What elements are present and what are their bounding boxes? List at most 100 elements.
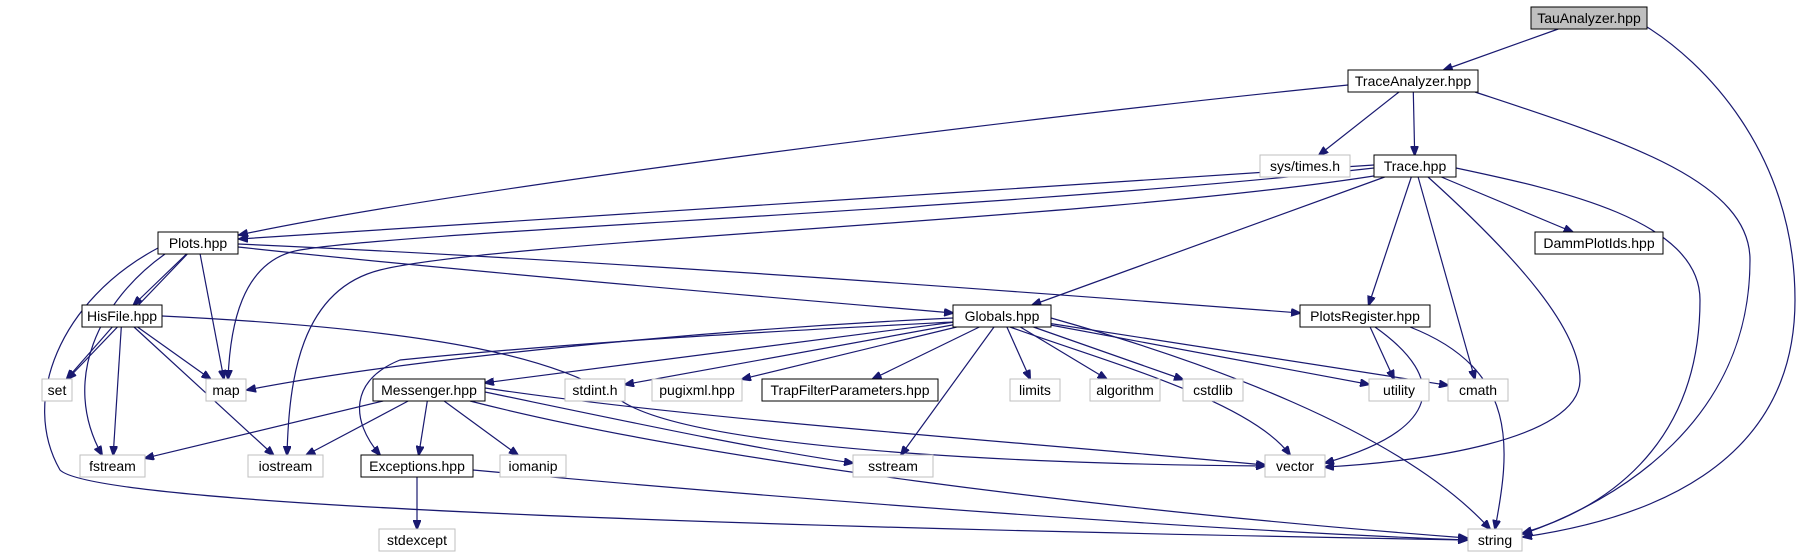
node-label: Messenger.hpp: [381, 382, 477, 398]
edge-hisfile-to-iostream: [133, 326, 274, 455]
node-box: [1089, 378, 1161, 402]
edge-globals-to-map: [247, 317, 954, 390]
edge-plots-register-to-utility: [1369, 326, 1394, 379]
node-label: TrapFilterParameters.hpp: [771, 382, 930, 398]
node-box: [1347, 69, 1479, 93]
node-box: [1259, 154, 1351, 178]
node-algorithm: algorithm: [1089, 378, 1161, 402]
node-label: Exceptions.hpp: [369, 458, 465, 474]
node-map: map: [205, 378, 247, 402]
node-set: set: [41, 378, 73, 402]
node-label: iomanip: [508, 458, 557, 474]
node-label: string: [1478, 532, 1512, 548]
edge-hisfile-to-set: [67, 326, 113, 379]
node-label: HisFile.hpp: [87, 308, 157, 324]
edge-trace-analyzer-to-trace: [1413, 91, 1414, 155]
node-iostream: iostream: [247, 454, 324, 478]
node-box: [1299, 304, 1431, 328]
node-sys-times: sys/times.h: [1259, 154, 1351, 178]
node-messenger[interactable]: Messenger.hpp: [372, 378, 486, 402]
edge-tau-to-trace-analyzer: [1444, 28, 1559, 70]
node-plots[interactable]: Plots.hpp: [157, 231, 239, 255]
node-exceptions[interactable]: Exceptions.hpp: [360, 454, 474, 478]
edge-globals-to-exceptions: [358, 321, 954, 455]
edge-plots-to-fstream: [84, 253, 166, 455]
node-label: Globals.hpp: [965, 308, 1040, 324]
edge-messenger-to-iostream: [306, 400, 409, 455]
node-box: [247, 454, 324, 478]
edge-trace-to-vector: [1325, 176, 1581, 467]
edge-trace-analyzer-to-sys-times: [1319, 91, 1400, 155]
node-box: [1530, 6, 1648, 30]
edge-messenger-to-string: [469, 400, 1467, 538]
edge-trace-to-map: [228, 167, 1375, 379]
node-box: [852, 454, 934, 478]
node-stdexcept: stdexcept: [378, 528, 456, 552]
node-limits: limits: [1009, 378, 1061, 402]
node-label: sys/times.h: [1270, 158, 1340, 174]
node-label: DammPlotIds.hpp: [1543, 235, 1654, 251]
node-globals[interactable]: Globals.hpp: [952, 304, 1052, 328]
edge-plots-register-to-string: [1409, 326, 1505, 529]
node-label: cstdlib: [1193, 382, 1233, 398]
node-box: [1368, 378, 1430, 402]
edge-trace-analyzer-to-plots: [239, 84, 1349, 235]
edge-trace-to-plots-register: [1369, 176, 1412, 305]
node-trace-analyzer[interactable]: TraceAnalyzer.hpp: [1347, 69, 1479, 93]
edge-plots-to-string: [44, 247, 1467, 540]
edge-globals-to-messenger: [485, 321, 954, 383]
edge-messenger-to-exceptions: [419, 400, 428, 455]
node-label: Trace.hpp: [1384, 158, 1447, 174]
node-tau[interactable]: TauAnalyzer.hpp: [1530, 6, 1648, 30]
node-label: PlotsRegister.hpp: [1310, 308, 1420, 324]
node-box: [41, 378, 73, 402]
edge-plots-to-globals: [237, 246, 953, 313]
edge-hisfile-to-fstream: [113, 326, 122, 455]
edge-trace-to-string: [1455, 167, 1701, 533]
node-cstdlib: cstdlib: [1182, 378, 1244, 402]
node-hisfile[interactable]: HisFile.hpp: [81, 304, 163, 328]
edge-trace-to-damm: [1441, 176, 1572, 232]
edge-exceptions-to-string: [472, 469, 1467, 540]
edge-globals-to-pugixml: [742, 326, 957, 379]
node-box: [499, 454, 567, 478]
node-label: map: [212, 382, 239, 398]
node-plots-register[interactable]: PlotsRegister.hpp: [1299, 304, 1431, 328]
node-box: [372, 378, 486, 402]
edge-hisfile-to-map: [137, 326, 211, 379]
node-box: [360, 454, 474, 478]
node-fstream: fstream: [79, 454, 146, 478]
node-box: [81, 304, 163, 328]
node-label: iostream: [259, 458, 313, 474]
edge-tau-to-string: [1523, 26, 1796, 537]
node-pugixml: pugixml.hpp: [651, 378, 743, 402]
edge-globals-to-sstream: [901, 326, 995, 455]
edge-globals-to-cmath: [1050, 323, 1448, 386]
node-cmath: cmath: [1447, 378, 1509, 402]
edge-trace-to-plots: [239, 164, 1375, 239]
node-box: [1009, 378, 1061, 402]
node-label: utility: [1383, 382, 1415, 398]
node-damm[interactable]: DammPlotIds.hpp: [1534, 231, 1664, 255]
edge-messenger-to-iomanip: [443, 400, 518, 455]
node-iomanip: iomanip: [499, 454, 567, 478]
node-trapfilter[interactable]: TrapFilterParameters.hpp: [761, 378, 939, 402]
edge-trace-to-iostream: [287, 174, 1381, 455]
edge-plots-register-to-vector: [1325, 326, 1424, 463]
node-label: Plots.hpp: [169, 235, 228, 251]
edge-layer: [44, 26, 1796, 540]
node-label: fstream: [89, 458, 136, 474]
node-trace[interactable]: Trace.hpp: [1373, 154, 1457, 178]
node-label: algorithm: [1096, 382, 1154, 398]
node-sstream: sstream: [852, 454, 934, 478]
node-string: string: [1467, 528, 1523, 552]
node-label: cmath: [1459, 382, 1497, 398]
node-label: sstream: [868, 458, 918, 474]
node-box: [952, 304, 1052, 328]
node-box: [564, 378, 626, 402]
edge-globals-to-string: [1050, 317, 1490, 529]
node-box: [157, 231, 239, 255]
edge-messenger-to-fstream: [145, 400, 384, 458]
node-vector: vector: [1264, 454, 1326, 478]
